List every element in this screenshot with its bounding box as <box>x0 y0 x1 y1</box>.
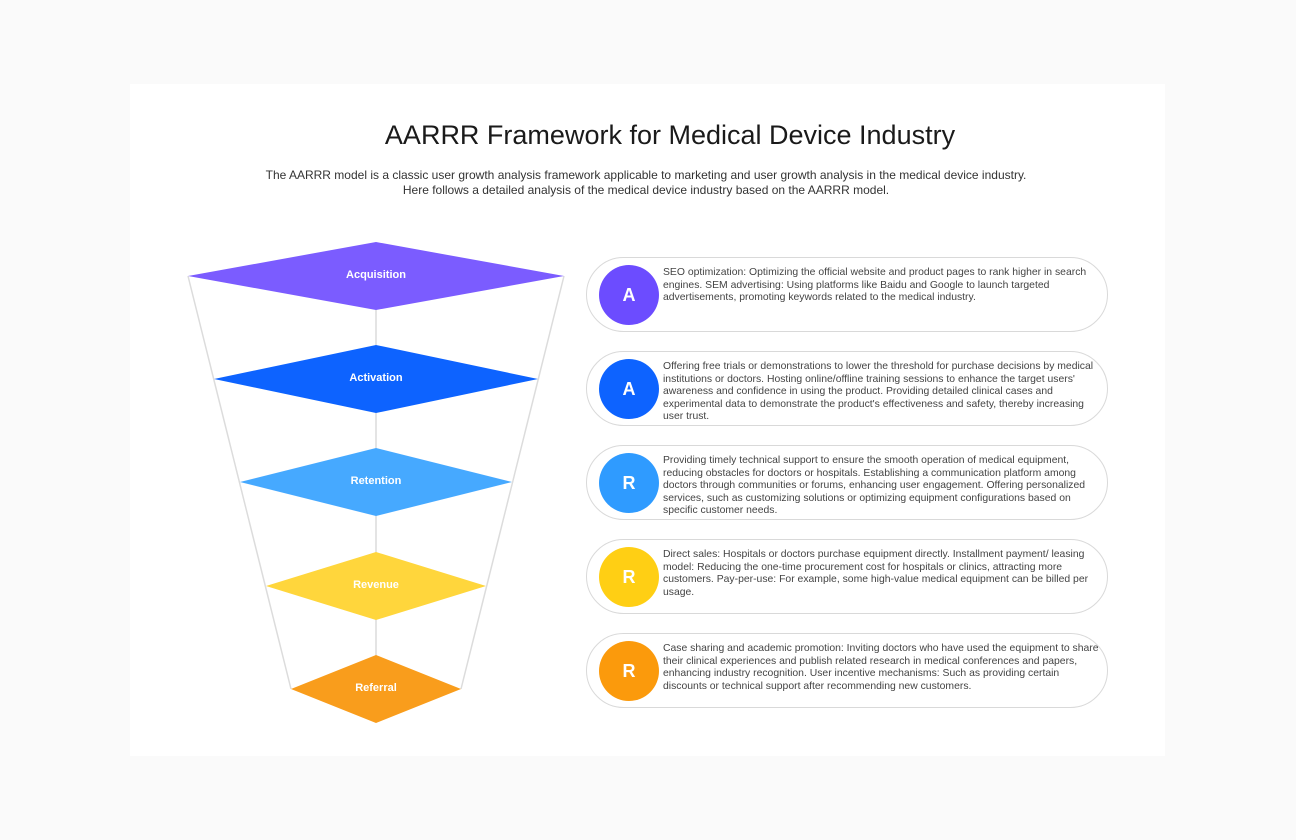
stage-description-card: A SEO optimization: Optimizing the offic… <box>586 257 1108 332</box>
stage-description-card: R Case sharing and academic promotion: I… <box>586 633 1108 708</box>
stage-letter-badge: A <box>599 359 659 419</box>
funnel-stage-revenue <box>266 552 486 620</box>
funnel-edge-right <box>460 275 565 690</box>
stage-label: Revenue <box>353 579 399 591</box>
stage-description: Offering free trials or demonstrations t… <box>663 361 1094 423</box>
funnel-stage-retention <box>240 448 512 516</box>
stage-letter-badge: R <box>599 547 659 607</box>
stage-label: Acquisition <box>346 269 406 281</box>
funnel-edge-left <box>187 275 292 690</box>
stage-label: Activation <box>349 372 403 384</box>
page-subtitle: The AARRR model is a classic user growth… <box>265 168 1027 197</box>
stage-description: SEO optimization: Optimizing the officia… <box>663 267 1087 304</box>
stage-description-card: R Direct sales: Hospitals or doctors pur… <box>586 539 1108 614</box>
stage-description: Providing timely technical support to en… <box>663 455 1086 517</box>
page-title: AARRR Framework for Medical Device Indus… <box>384 120 956 150</box>
funnel-stage-acquisition <box>188 242 564 310</box>
funnel-stage-activation <box>214 345 538 413</box>
funnel-stage-referral <box>291 655 461 723</box>
stage-label: Referral <box>355 682 397 694</box>
stage-description: Case sharing and academic promotion: Inv… <box>663 643 1099 692</box>
stage-letter-badge: R <box>599 453 659 513</box>
stage-letter-badge: A <box>599 265 659 325</box>
stage-label: Retention <box>350 475 402 487</box>
stage-description-card: R Providing timely technical support to … <box>586 445 1108 520</box>
stage-description: Direct sales: Hospitals or doctors purch… <box>663 549 1089 598</box>
stage-description-card: A Offering free trials or demonstrations… <box>586 351 1108 426</box>
stage-letter-badge: R <box>599 641 659 701</box>
